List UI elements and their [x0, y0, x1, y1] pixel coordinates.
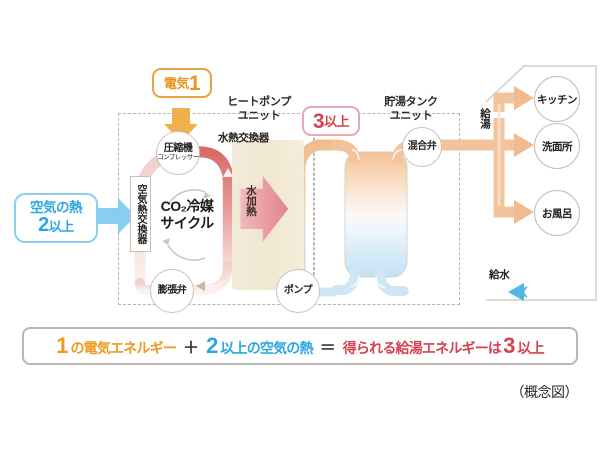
electricity-badge-label: 電気 [163, 75, 190, 91]
co2-cycle-line2: サイクル [160, 214, 214, 231]
hot-water-supply-text: 給湯 [479, 108, 491, 129]
pump-text: ポンプ [283, 284, 313, 296]
formula-plus: ＋ [183, 340, 200, 357]
air-heat-badge-value: 2 [38, 214, 49, 237]
heat-pump-unit-title: ヒートポンプ ユニット [214, 96, 304, 124]
formula-text3: 得られる給湯エネルギーは [342, 340, 502, 356]
destination-washroom: 洗面所 [534, 123, 580, 169]
formula-num3: 3 [503, 333, 516, 358]
output-badge: 3 以上 [302, 106, 360, 136]
water-heat-exchanger-label: 水熱交換器 [218, 130, 269, 145]
water-heating-arrow [240, 176, 289, 242]
air-heat-badge: 空気の熱 2 以上 [14, 193, 98, 243]
compressor-sub-text: コンプレッサー [157, 154, 199, 162]
air-heat-exchanger-label: 空気熱交換器 [130, 176, 151, 252]
compressor-label: 圧縮機 コンプレッサー [156, 131, 200, 175]
water-inlet-text: 給水 [489, 269, 510, 281]
hot-water-supply-label: 給湯 [478, 108, 493, 129]
formula-text1: の電気エネルギー [70, 340, 177, 356]
air-heat-badge-suffix: 以上 [48, 219, 75, 235]
destination-washroom-label: 洗面所 [542, 140, 573, 153]
electricity-badge: 電気 1 [152, 68, 212, 98]
water-heating-label: 水加熱 [245, 185, 257, 217]
compressor-main-text: 圧縮機 [163, 142, 193, 154]
tank-unit-title: 貯湯タンク ユニット [368, 96, 454, 124]
destination-bath: お風呂 [534, 190, 580, 236]
formula-text4: 以上 [517, 340, 544, 356]
pump-label: ポンプ [276, 269, 320, 313]
co2-cycle-label: CO₂冷媒 サイクル [149, 198, 225, 231]
tank-unit-title-line2: ユニット [389, 109, 433, 122]
tank-unit-boundary [313, 113, 460, 305]
energy-formula-bar: 1 の電気エネルギー ＋ 2 以上の空気の熱 ＝ 得られる給湯エネルギーは 3 … [22, 327, 578, 365]
destination-kitchen: キッチン [534, 76, 580, 122]
electricity-badge-value: 1 [188, 71, 201, 95]
destination-kitchen-label: キッチン [537, 93, 578, 106]
output-badge-suffix: 以上 [324, 113, 350, 129]
mixing-valve-label: 混合弁 [402, 127, 442, 167]
expansion-valve-label: 膨張弁 [150, 269, 194, 313]
formula-num1: 1 [56, 333, 69, 358]
air-heat-badge-label: 空気の熱 [30, 199, 83, 215]
formula-num2: 2 [206, 333, 219, 358]
expansion-valve-text: 膨張弁 [157, 284, 187, 296]
water-inlet-label: 給水 [489, 267, 510, 282]
destination-bath-label: お風呂 [542, 207, 573, 220]
mixing-valve-text: 混合弁 [407, 140, 437, 152]
heat-pump-unit-title-line1: ヒートポンプ [227, 96, 291, 108]
output-badge-value: 3 [312, 109, 325, 133]
diagram-caption: （概念図） [510, 384, 579, 400]
air-heat-exchanger-text: 空気熱交換器 [135, 184, 146, 244]
water-heat-exchanger-text: 水熱交換器 [218, 132, 269, 144]
heat-pump-unit-title-line2: ユニット [237, 109, 281, 122]
tank-unit-title-line1: 貯湯タンク [384, 96, 438, 108]
formula-equals: ＝ [319, 340, 336, 357]
formula-text2: 以上の空気の熱 [220, 340, 313, 356]
co2-cycle-line1: CO₂冷媒 [160, 198, 214, 214]
